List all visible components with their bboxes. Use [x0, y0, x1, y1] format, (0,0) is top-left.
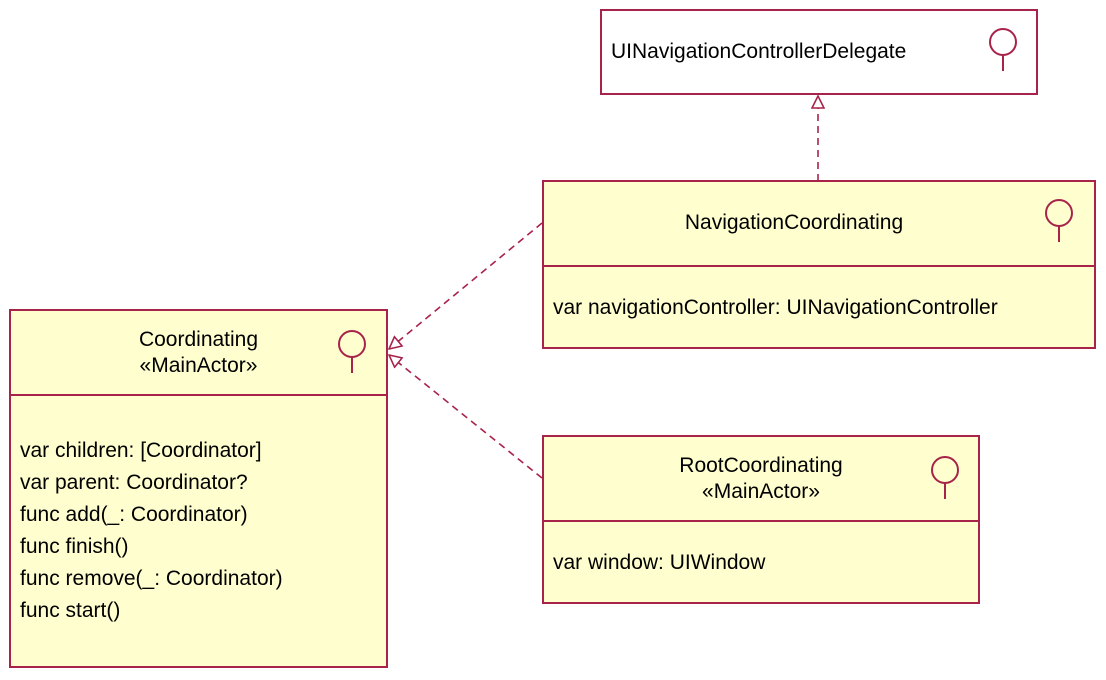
member-item: var parent: Coordinator? — [20, 471, 248, 494]
interface-lollipop-icon — [931, 456, 959, 499]
interface-coordinating: Coordinating «MainActor» var children: [… — [9, 309, 388, 668]
member-item: var window: UIWindow — [553, 551, 766, 574]
member-list: var navigationController: UINavigationCo… — [553, 292, 998, 324]
interface-name: RootCoordinating — [679, 454, 843, 477]
member-item: var navigationController: UINavigationCo… — [553, 296, 998, 319]
interface-name: NavigationCoordinating — [684, 211, 904, 234]
member-list: var window: UIWindow — [553, 547, 765, 579]
member-item: func start() — [20, 599, 121, 622]
member-item: func add(_: Coordinator) — [20, 503, 248, 526]
stereotype: «MainActor» — [139, 354, 258, 377]
member-item: var children: [Coordinator] — [20, 439, 262, 462]
compartment-divider — [544, 265, 1094, 267]
edge-navigation-to-coordinating — [389, 222, 543, 349]
member-item: func remove(_: Coordinator) — [20, 567, 283, 590]
member-item: func finish() — [20, 535, 129, 558]
interface-rootcoordinating: RootCoordinating «MainActor» var window:… — [542, 435, 980, 604]
compartment-divider — [544, 520, 978, 522]
interface-lollipop-icon — [338, 330, 366, 373]
interface-name: UINavigationControllerDelegate — [611, 40, 907, 63]
edge-root-to-coordinating — [389, 355, 543, 479]
interface-lollipop-icon — [1045, 199, 1073, 242]
compartment-divider — [11, 394, 386, 396]
interface-name: Coordinating — [138, 328, 259, 351]
member-list: var children: [Coordinator] var parent: … — [20, 435, 283, 627]
interface-navigationcoordinating: NavigationCoordinating var navigationCon… — [542, 180, 1096, 349]
interface-uinavigationcontrollerdelegate: UINavigationControllerDelegate — [600, 9, 1038, 95]
stereotype: «MainActor» — [702, 480, 820, 503]
interface-lollipop-icon — [989, 28, 1017, 71]
